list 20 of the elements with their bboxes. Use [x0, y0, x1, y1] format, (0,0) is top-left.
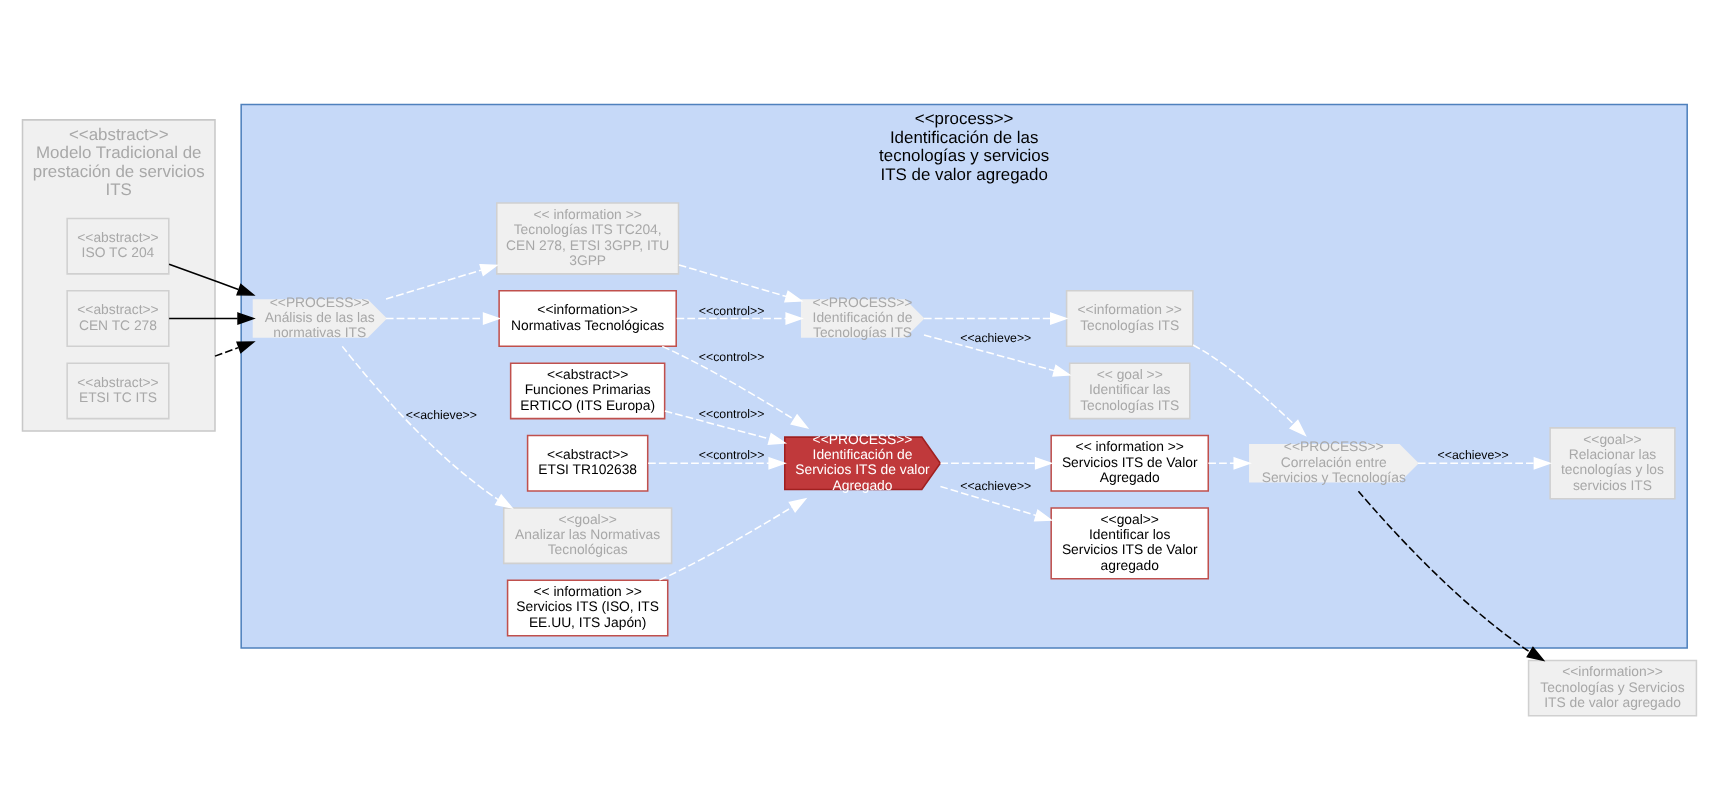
arrow — [385, 311, 502, 324]
arrow — [1417, 455, 1553, 469]
arrow — [168, 262, 256, 295]
arrow — [168, 311, 256, 324]
arrow — [1192, 343, 1307, 436]
arrow — [939, 484, 1054, 521]
arrow — [923, 311, 1069, 324]
arrow — [661, 344, 810, 429]
arrow — [664, 409, 787, 445]
arrow — [658, 496, 808, 580]
arrow — [647, 455, 787, 469]
arrow — [214, 340, 256, 356]
arrow — [675, 311, 804, 324]
arrow — [341, 344, 514, 508]
arrow — [385, 263, 499, 299]
arrow — [678, 263, 804, 302]
arrow — [1357, 489, 1546, 661]
arrow — [923, 333, 1072, 376]
arrow — [939, 455, 1054, 469]
arrow — [1207, 455, 1252, 469]
